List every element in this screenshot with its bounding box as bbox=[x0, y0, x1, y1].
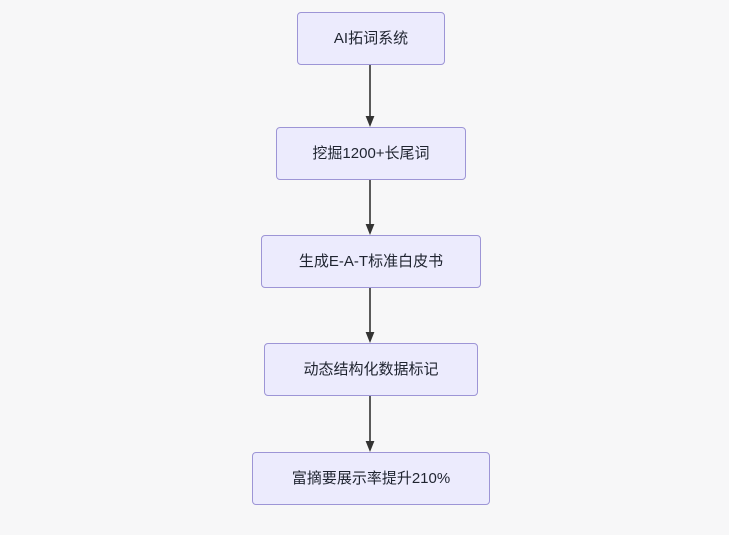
flow-node-dynamic-structured-data[interactable]: 动态结构化数据标记 bbox=[264, 343, 478, 396]
flow-node-label: AI拓词系统 bbox=[333, 29, 409, 47]
flow-node-mine-longtail-keywords[interactable]: 挖掘1200+长尾词 bbox=[276, 127, 466, 180]
flow-edge-n1-n2 bbox=[363, 65, 377, 127]
flow-node-rich-snippet-impression-lift[interactable]: 富摘要展示率提升210% bbox=[252, 452, 490, 505]
flow-node-label: 动态结构化数据标记 bbox=[303, 360, 439, 378]
flow-edge-n3-n4 bbox=[363, 288, 377, 343]
flow-edge-n2-n3 bbox=[363, 180, 377, 235]
flow-node-ai-keyword-system[interactable]: AI拓词系统 bbox=[297, 12, 445, 65]
flow-node-generate-eat-whitepaper[interactable]: 生成E-A-T标准白皮书 bbox=[261, 235, 481, 288]
flow-node-label: 富摘要展示率提升210% bbox=[291, 469, 451, 487]
flow-edge-n4-n5 bbox=[363, 396, 377, 452]
flow-node-label: 生成E-A-T标准白皮书 bbox=[298, 252, 444, 270]
flow-node-label: 挖掘1200+长尾词 bbox=[312, 144, 430, 162]
